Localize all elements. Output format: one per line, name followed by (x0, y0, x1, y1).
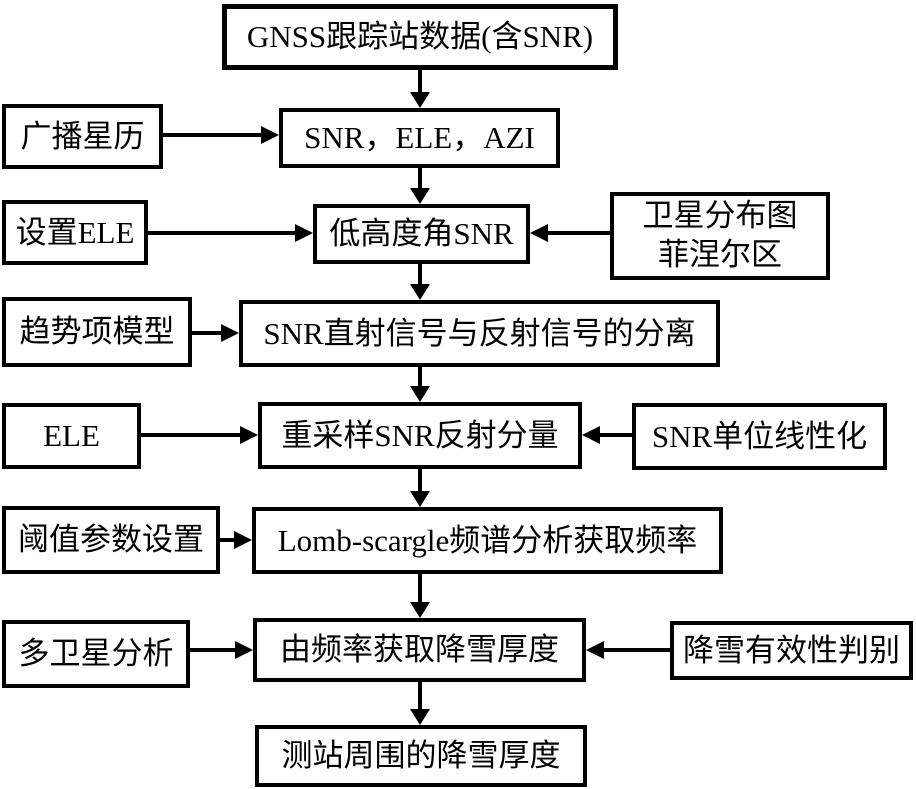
arrow-down-lowsnr-to-separation (418, 264, 422, 284)
arrow-right-setele-to-lowsnr (148, 231, 295, 235)
flow-node-label: SNR单位线性化 (651, 418, 868, 454)
flow-node-set-ele: 设置ELE (2, 200, 148, 265)
flow-node-label: SNR直射信号与反射信号的分离 (263, 315, 696, 351)
arrow-right-trend-to-separation (192, 331, 221, 335)
flow-node-resample-snr-reflection: 重采样SNR反射分量 (258, 402, 582, 469)
flow-node-broadcast-ephemeris: 广播星历 (2, 104, 163, 169)
flow-node-label: 重采样SNR反射分量 (281, 417, 559, 453)
flow-node-label: 测站周围的降雪厚度 (281, 738, 561, 774)
flow-node-trend-model: 趋势项模型 (2, 297, 192, 367)
arrow-down-gnss-to-snreleazi (418, 70, 422, 92)
flow-node-gnss-tracking-data: GNSS跟踪站数据(含SNR) (222, 4, 618, 70)
flow-node-label: 广播星历 (20, 118, 145, 154)
flow-node-label: 由频率获取降雪厚度 (280, 632, 559, 668)
flow-node-label: ELE (43, 418, 100, 454)
arrow-left-validity-to-snowdepth (604, 648, 670, 652)
flow-node-low-elevation-snr: 低高度角SNR (313, 204, 530, 264)
flow-node-label: Lomb-scargle频谱分析获取频率 (277, 522, 698, 558)
arrow-right-multisat-to-snowdepth (190, 648, 235, 652)
arrow-down-resample-to-lomb (418, 469, 422, 491)
arrow-left-satdist-to-lowsnr (548, 231, 610, 235)
flow-node-label: 低高度角SNR (329, 216, 514, 252)
arrow-right-ele-to-resample (141, 433, 240, 437)
arrow-right-ephemeris-to-snreleazi (163, 133, 261, 137)
flow-node-lomb-scargle-analysis: Lomb-scargle频谱分析获取频率 (252, 507, 723, 574)
flow-node-snow-depth-from-frequency: 由频率获取降雪厚度 (253, 618, 586, 682)
arrow-right-threshold-to-lomb (220, 538, 234, 542)
flow-node-label: 趋势项模型 (19, 314, 175, 350)
flow-node-ele: ELE (2, 403, 141, 469)
flow-node-threshold-params: 阈值参数设置 (2, 506, 220, 574)
flow-node-snr-unit-linearization: SNR单位线性化 (632, 403, 887, 470)
flow-node-label-line2: 菲涅尔区 (658, 237, 782, 272)
flow-node-satellite-distribution-fresnel: 卫星分布图 菲涅尔区 (610, 192, 830, 280)
flow-node-label: 多卫星分析 (18, 636, 174, 672)
flow-node-label-line1: 卫星分布图 (642, 198, 798, 234)
arrow-down-lomb-to-snowdepth (418, 574, 422, 602)
arrow-left-linearization-to-resample (600, 433, 632, 437)
arrow-down-separation-to-resample (418, 367, 422, 386)
flow-node-multi-satellite-analysis: 多卫星分析 (2, 620, 190, 688)
arrow-down-snowdepth-to-station (418, 682, 422, 709)
arrow-down-snreleazi-to-lowsnr (418, 168, 422, 188)
flow-node-snr-signal-separation: SNR直射信号与反射信号的分离 (239, 300, 720, 367)
flow-node-label: 降雪有效性判别 (683, 632, 900, 668)
flow-node-label: GNSS跟踪站数据(含SNR) (246, 19, 594, 55)
flow-node-station-snow-depth: 测站周围的降雪厚度 (255, 725, 587, 787)
flow-node-label: SNR，ELE，AZI (304, 120, 535, 156)
flow-node-snr-ele-azi: SNR，ELE，AZI (279, 108, 560, 168)
flow-node-label: 设置ELE (15, 214, 135, 250)
flow-node-label: 阈值参数设置 (18, 522, 204, 558)
flow-node-snow-validity-check: 降雪有效性判别 (670, 621, 913, 680)
